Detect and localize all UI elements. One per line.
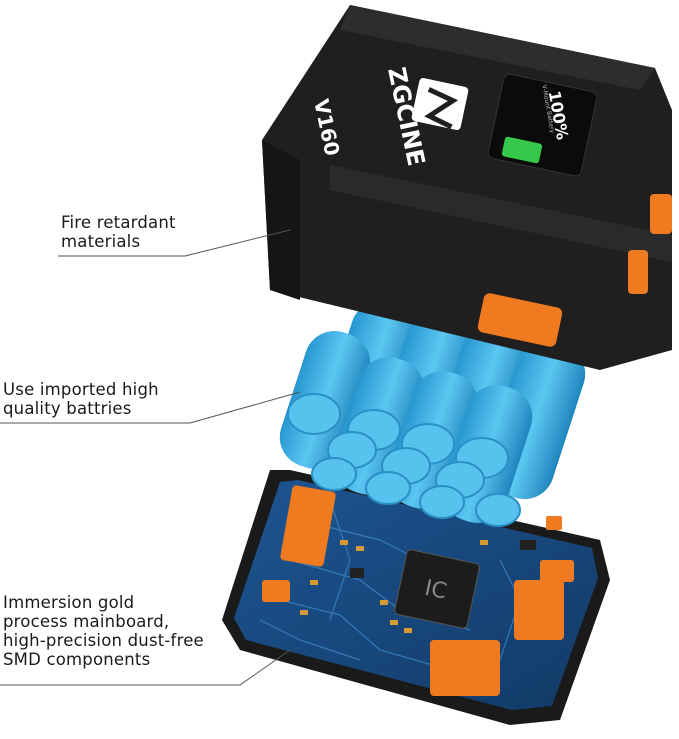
leader-line-2 [0, 391, 301, 424]
leader-line-3 [0, 649, 291, 686]
caption-line: quality battries [3, 399, 132, 418]
ic-chip [394, 549, 480, 629]
mainboard: IC [222, 470, 610, 725]
caption-fire-retardant: Fire retardant materials [61, 213, 176, 251]
caption-mainboard: Immersion gold process mainboard, high-p… [3, 593, 204, 669]
chip-label: IC [422, 576, 449, 605]
caption-line: SMD components [3, 650, 151, 669]
battery-housing: ZGCINE V160 100% V-Mount Battery [262, 5, 672, 370]
caption-line: Fire retardant [61, 213, 176, 232]
caption-line: Immersion gold [3, 593, 135, 612]
caption-line: high-precision dust-free [3, 631, 204, 650]
battery-cells [279, 300, 586, 527]
caption-line: materials [61, 232, 141, 251]
caption-batteries: Use imported high quality battries [3, 380, 159, 418]
leader-line-1 [58, 229, 291, 257]
caption-line: Use imported high [3, 380, 159, 399]
caption-line: process mainboard, [3, 612, 170, 631]
